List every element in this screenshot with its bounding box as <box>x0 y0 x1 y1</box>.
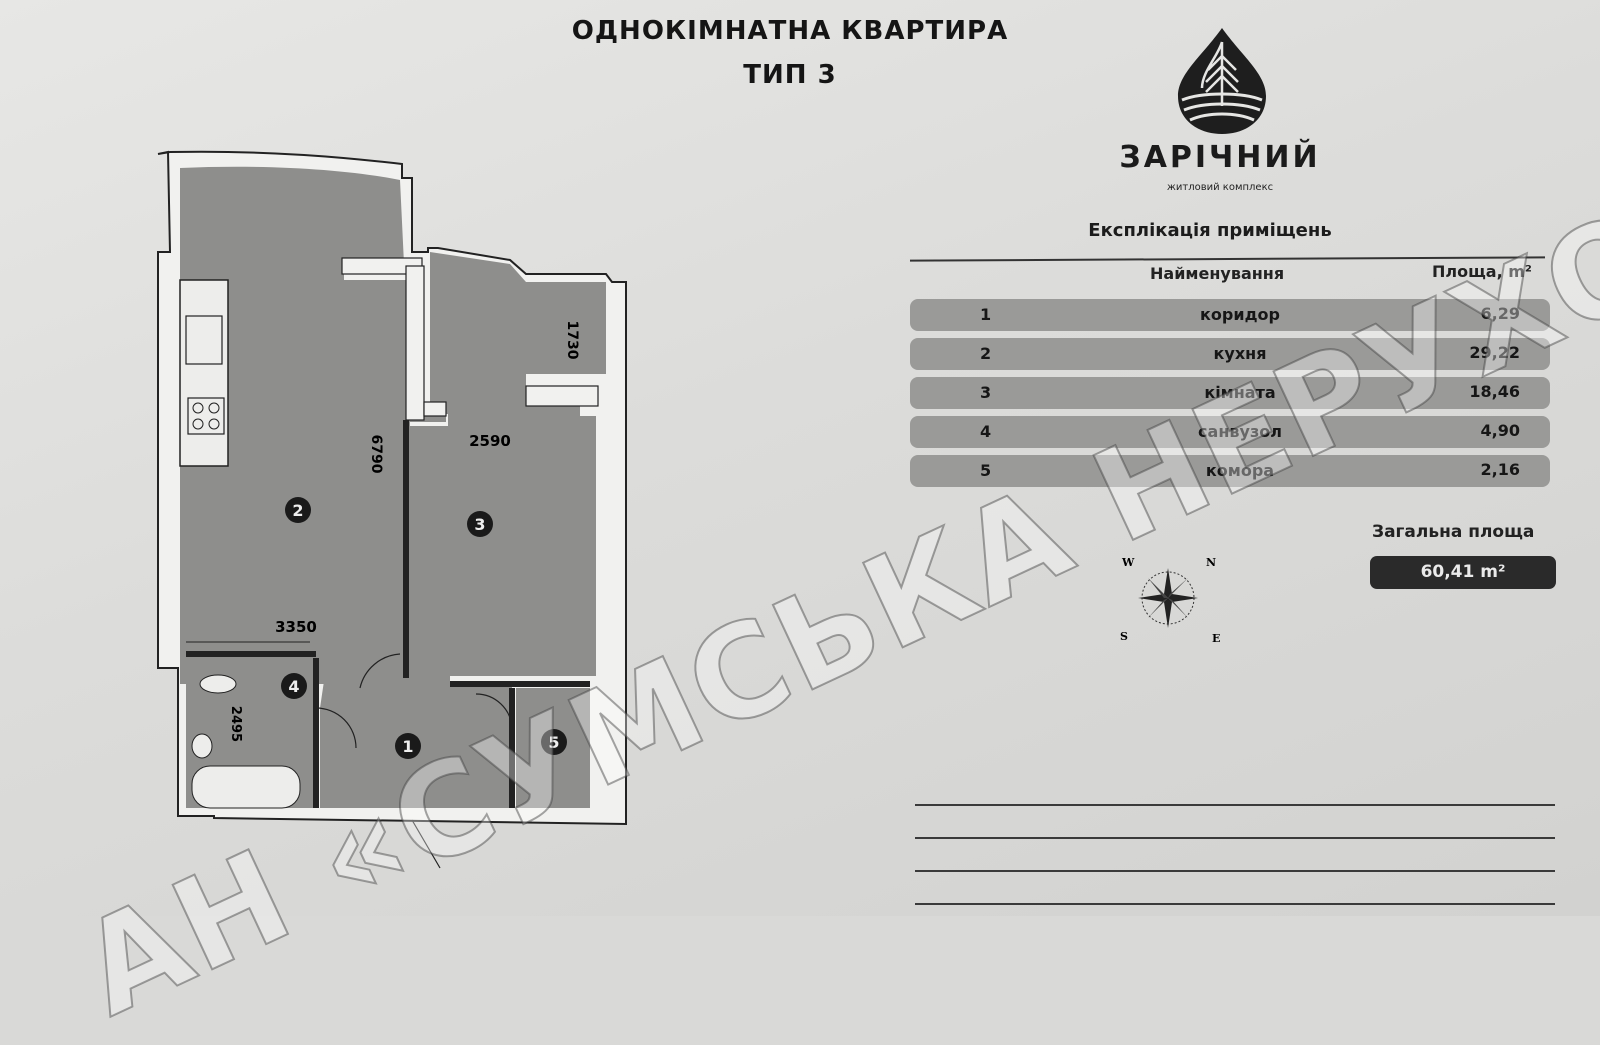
compass-rose-icon: W N S E <box>1120 556 1220 644</box>
row-number: 4 <box>980 422 992 441</box>
stove-icon <box>187 397 225 435</box>
svg-text:2: 2 <box>292 501 303 520</box>
toilet-icon <box>199 674 237 694</box>
room-marker-2: 2 <box>285 497 311 523</box>
table-row: 1 коридор 6,29 <box>910 299 1550 331</box>
kitchen-counter <box>179 279 229 467</box>
dimension-label: 2495 <box>228 706 243 742</box>
table-row: 4 санвузол 4,90 <box>910 416 1550 448</box>
door-swing-icon <box>475 693 513 729</box>
row-number: 5 <box>980 461 992 480</box>
total-area-label: Загальна площа <box>1372 522 1535 542</box>
svg-text:3: 3 <box>474 515 485 534</box>
dimension-label: 3350 <box>275 618 317 636</box>
room-name: кухня <box>1213 344 1267 363</box>
dimension-label: 2590 <box>469 432 511 450</box>
room-marker-4: 4 <box>281 673 307 699</box>
room-area: 6,29 <box>1480 304 1520 323</box>
total-area-value: 60,41 m² <box>1370 556 1556 589</box>
door-swing-icon <box>315 707 357 749</box>
brand-subtitle: житловий комплекс <box>1166 182 1274 193</box>
dimension-label: 6790 <box>368 435 384 474</box>
washbasin-icon <box>191 733 213 759</box>
room-marker-3: 3 <box>467 511 493 537</box>
explication-title: Експлікація приміщень <box>1088 220 1332 241</box>
brand-logo-icon <box>1178 28 1266 134</box>
room-name: кімната <box>1204 383 1276 402</box>
brand-name: ЗАРІЧНИЙ <box>1119 140 1321 175</box>
explication-table: 1 коридор 6,29 2 кухня 29,22 3 кімната 1… <box>910 299 1550 494</box>
row-number: 1 <box>980 305 992 324</box>
svg-text:1: 1 <box>402 737 413 756</box>
floor-plan: 1730 6790 2590 3350 2495 2 3 4 1 5 <box>157 150 627 869</box>
compass-south-label: S <box>1120 630 1128 643</box>
notes-lines <box>915 804 1555 936</box>
room-marker-1: 1 <box>395 733 421 759</box>
column-header-name: Найменування <box>1150 264 1285 283</box>
bathtub-icon <box>191 765 301 809</box>
room-area: 2,16 <box>1480 460 1520 479</box>
compass-west-label: W <box>1121 556 1135 569</box>
svg-text:4: 4 <box>288 677 299 696</box>
room-area: 29,22 <box>1469 343 1520 362</box>
column-header-area: Площа, m² <box>1432 262 1532 281</box>
room-name: санвузол <box>1198 422 1282 441</box>
room-name: комора <box>1205 461 1275 480</box>
entrance-door-icon <box>411 819 441 869</box>
room-area: 4,90 <box>1480 421 1520 440</box>
compass-east-label: E <box>1212 632 1220 644</box>
room-marker-5: 5 <box>541 729 567 755</box>
dimension-label: 1730 <box>564 321 580 360</box>
divider <box>909 256 1546 262</box>
door-swing-icon <box>359 653 401 689</box>
room-name: коридор <box>1200 305 1280 324</box>
compass-north-label: N <box>1206 556 1216 569</box>
room-area: 18,46 <box>1469 382 1520 401</box>
table-row: 3 кімната 18,46 <box>910 377 1550 409</box>
svg-text:5: 5 <box>548 733 559 752</box>
row-number: 2 <box>980 344 992 363</box>
apartment-title: ОДНОКІМНАТНА КВАРТИРА <box>571 16 1009 46</box>
row-number: 3 <box>980 383 992 402</box>
apartment-type: ТИП 3 <box>743 60 837 90</box>
table-row: 2 кухня 29,22 <box>910 338 1550 370</box>
sink-icon <box>185 315 223 365</box>
table-row: 5 комора 2,16 <box>910 455 1550 487</box>
